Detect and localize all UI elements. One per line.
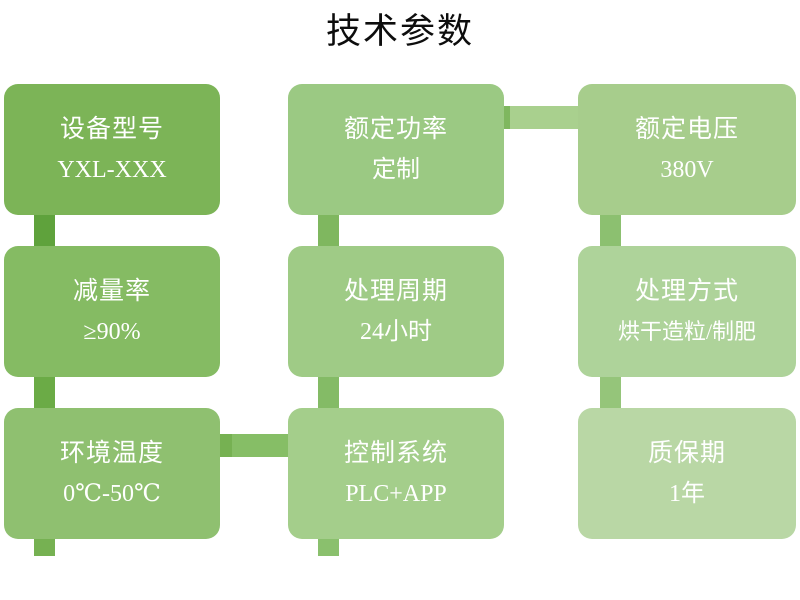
connector-row3-col1-col2 bbox=[214, 434, 310, 457]
card-control-system[interactable]: 控制系统 PLC+APP bbox=[288, 408, 504, 539]
card-label: 质保期 bbox=[647, 439, 726, 467]
card-value: 0℃-50℃ bbox=[63, 480, 161, 507]
card-processing-cycle[interactable]: 处理周期 24小时 bbox=[288, 246, 504, 377]
card-value: 24小时 bbox=[360, 318, 432, 345]
card-label: 额定电压 bbox=[634, 115, 739, 143]
card-label: 处理方式 bbox=[634, 277, 739, 305]
card-value: 烘干造粒/制肥 bbox=[617, 318, 757, 344]
card-value: 380V bbox=[660, 156, 714, 183]
card-label: 控制系统 bbox=[343, 439, 448, 467]
card-processing-method[interactable]: 处理方式 烘干造粒/制肥 bbox=[578, 246, 796, 377]
card-label: 环境温度 bbox=[59, 439, 164, 467]
card-reduction-rate[interactable]: 减量率 ≥90% bbox=[4, 246, 220, 377]
card-value: YXL-XXX bbox=[57, 156, 167, 183]
card-ambient-temperature[interactable]: 环境温度 0℃-50℃ bbox=[4, 408, 220, 539]
card-warranty-period[interactable]: 质保期 1年 bbox=[578, 408, 796, 539]
connector-row1-col2-col3 bbox=[500, 106, 592, 129]
card-value: 1年 bbox=[669, 480, 705, 507]
card-label: 设备型号 bbox=[59, 115, 164, 143]
card-rated-voltage[interactable]: 额定电压 380V bbox=[578, 84, 796, 215]
card-rated-power[interactable]: 额定功率 定制 bbox=[288, 84, 504, 215]
card-value: 定制 bbox=[372, 156, 420, 183]
page-title: 技术参数 bbox=[325, 12, 474, 51]
card-value: PLC+APP bbox=[345, 480, 447, 507]
card-value: ≥90% bbox=[83, 318, 141, 345]
card-label: 额定功率 bbox=[343, 115, 448, 143]
card-label: 处理周期 bbox=[343, 277, 448, 305]
card-label: 减量率 bbox=[72, 277, 151, 305]
card-equipment-model[interactable]: 设备型号 YXL-XXX bbox=[4, 84, 220, 215]
